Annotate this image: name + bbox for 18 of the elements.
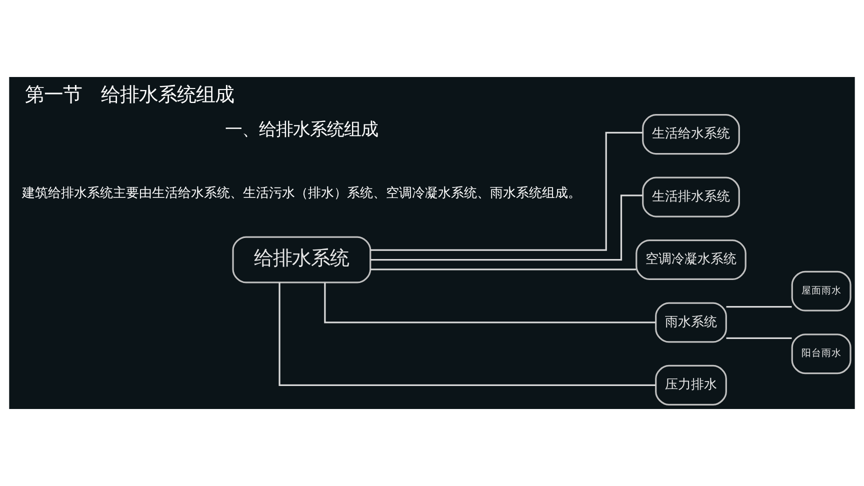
connector [370,194,643,261]
node-box: 雨水系统 [655,302,727,343]
connector [278,282,656,386]
connector [370,132,643,251]
label: 建筑给排水系统主要由生活给水系统、生活污水（排水）系统、空调冷凝水系统、雨水系统组成。 [22,186,582,202]
connector [324,282,656,324]
diagram-title: 第一节 给排水系统组成 [25,83,234,106]
label: 一、给排水系统组成 [225,120,378,140]
node-box: 空调冷凝水系统 [636,239,746,280]
connector [726,306,792,308]
node-box: 屋面雨水 [791,270,852,312]
node-box: 压力排水 [655,364,727,406]
connector [370,268,636,270]
node-box: 阳台雨水 [791,334,852,374]
node-box: 给排水系统 [232,236,372,284]
node-box: 生活排水系统 [642,176,740,218]
connector [726,337,792,339]
node-box: 生活给水系统 [642,114,740,155]
